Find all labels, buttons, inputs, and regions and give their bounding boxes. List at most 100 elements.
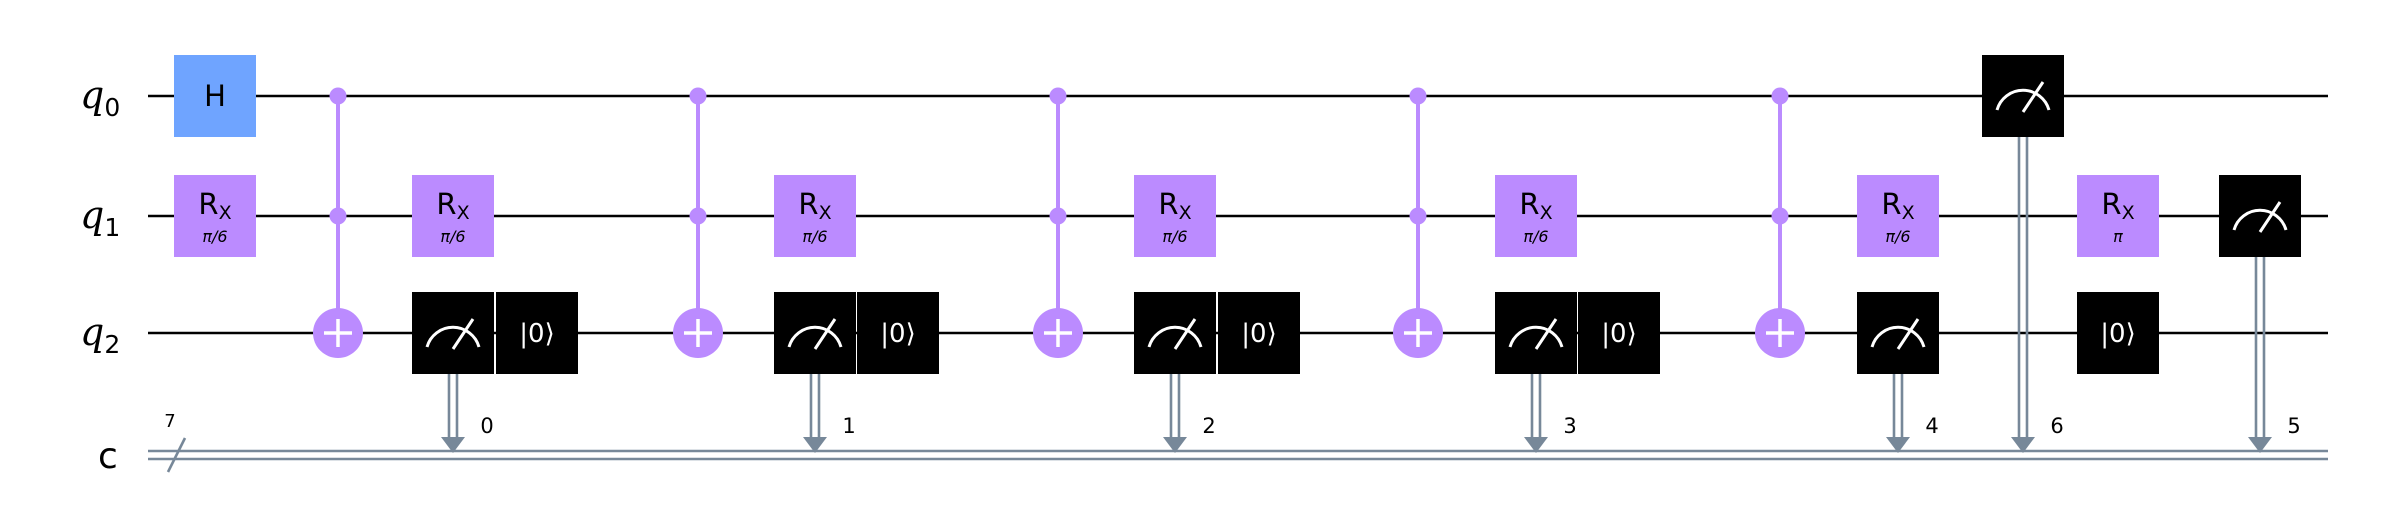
qubit-label-q2: q2 [80,310,120,359]
rx-gate [1495,175,1577,257]
reset-gate [1218,292,1300,374]
control-dot [1409,207,1427,225]
h-gate-label: H [204,79,226,113]
rx-gate-param: π/6 [202,227,227,246]
rx-gate-subscript: X [2122,202,2135,224]
rx-gate-subscript: X [1902,202,1915,224]
rx-gate-param: π/6 [1523,227,1548,246]
control-dot [1771,207,1789,225]
qubit-label-name: q [80,73,104,117]
meter-arc-icon [425,325,481,348]
rx-gate [774,175,856,257]
measure-gate [1495,292,1577,374]
rx-gate-letter: R [198,187,218,221]
qubit-label-q1: q1 [80,193,120,242]
clbit-index-label: 4 [1925,414,1938,438]
rx-gate-param: π [2113,227,2123,246]
rx-gate-param: π/6 [802,227,827,246]
rx-gate-param: π/6 [440,227,465,246]
rx-gate-letter: R [798,187,818,221]
rx-gate-subscript: X [1179,202,1192,224]
qubit-label-index: 0 [104,93,120,122]
reset-gate-label: |0⟩ [2100,319,2135,349]
measure-arrowhead [441,437,465,453]
meter-arc-icon [2232,208,2288,231]
circuit-wires: 7 [148,94,2328,473]
qubit-label-index: 1 [104,213,120,242]
control-dot [1771,87,1789,105]
measure-gate [774,292,856,374]
rx-gate-letter: R [2101,187,2121,221]
clbit-index-label: 5 [2287,414,2300,438]
rx-gate-param: π/6 [1162,227,1187,246]
register-bundle-slash [166,437,187,473]
meter-arc-icon [1508,325,1564,348]
rx-gate-subscript: X [219,202,232,224]
reset-gate [857,292,939,374]
rx-gate-name: RX [2101,187,2134,224]
h-gate [174,55,256,137]
qubit-label-name: q [80,310,104,354]
clbit-index-label: 0 [480,414,493,438]
measure-gate [1134,292,1216,374]
clbit-index-label: 1 [842,414,855,438]
rx-gate-letter: R [436,187,456,221]
meter-needle-icon [1896,318,1920,350]
rx-gate [412,175,494,257]
circuit-gates: HRXπ/6RXπ/6|0⟩RXπ/6|0⟩RXπ/6|0⟩RXπ/6|0⟩RX… [174,55,2301,374]
rx-gate-letter: R [1881,187,1901,221]
rx-gate [1857,175,1939,257]
reset-gate-label: |0⟩ [880,319,915,349]
rx-gate-name: RX [198,187,231,224]
measure-arrowhead [1163,437,1187,453]
control-dot [689,87,707,105]
meter-arc-icon [1870,325,1926,348]
rx-gate-letter: R [1158,187,1178,221]
control-dot [329,87,347,105]
control-dot [329,207,347,225]
rx-gate [2077,175,2159,257]
measure-arrowhead [803,437,827,453]
qubit-label-name: q [80,193,104,237]
measure-arrowhead [2248,437,2272,453]
measure-gate [1857,292,1939,374]
meter-needle-icon [451,318,475,350]
control-dot [1049,87,1067,105]
measure-arrowhead [1524,437,1548,453]
meter-needle-icon [1534,318,1558,350]
rx-gate-name: RX [1881,187,1914,224]
reset-gate [2077,292,2159,374]
rx-gate-name: RX [798,187,831,224]
clbit-index-label: 3 [1563,414,1576,438]
rx-gate-subscript: X [819,202,832,224]
measure-gate [2219,175,2301,257]
qubit-label-q0: q0 [80,73,120,122]
rx-gate-letter: R [1519,187,1539,221]
rx-gate [174,175,256,257]
meter-needle-icon [2021,81,2045,113]
meter-needle-icon [1173,318,1197,350]
reset-gate-label: |0⟩ [1601,319,1636,349]
meter-arc-icon [787,325,843,348]
meter-needle-icon [2258,201,2282,233]
measure-gate [412,292,494,374]
measure-gate [1982,55,2064,137]
control-dot [1049,207,1067,225]
clbit-index-label: 6 [2050,414,2063,438]
register-size-label: 7 [164,411,175,432]
rx-gate [1134,175,1216,257]
meter-arc-icon [1995,88,2051,111]
rx-gate-name: RX [1158,187,1191,224]
reset-gate-label: |0⟩ [519,319,554,349]
rx-gate-name: RX [436,187,469,224]
reset-gate [1578,292,1660,374]
meter-arc-icon [1147,325,1203,348]
measure-arrowhead [2011,437,2035,453]
rx-gate-subscript: X [457,202,470,224]
control-dot [689,207,707,225]
classical-register-label: c [98,436,118,477]
measure-arrowhead [1886,437,1910,453]
reset-gate-label: |0⟩ [1241,319,1276,349]
